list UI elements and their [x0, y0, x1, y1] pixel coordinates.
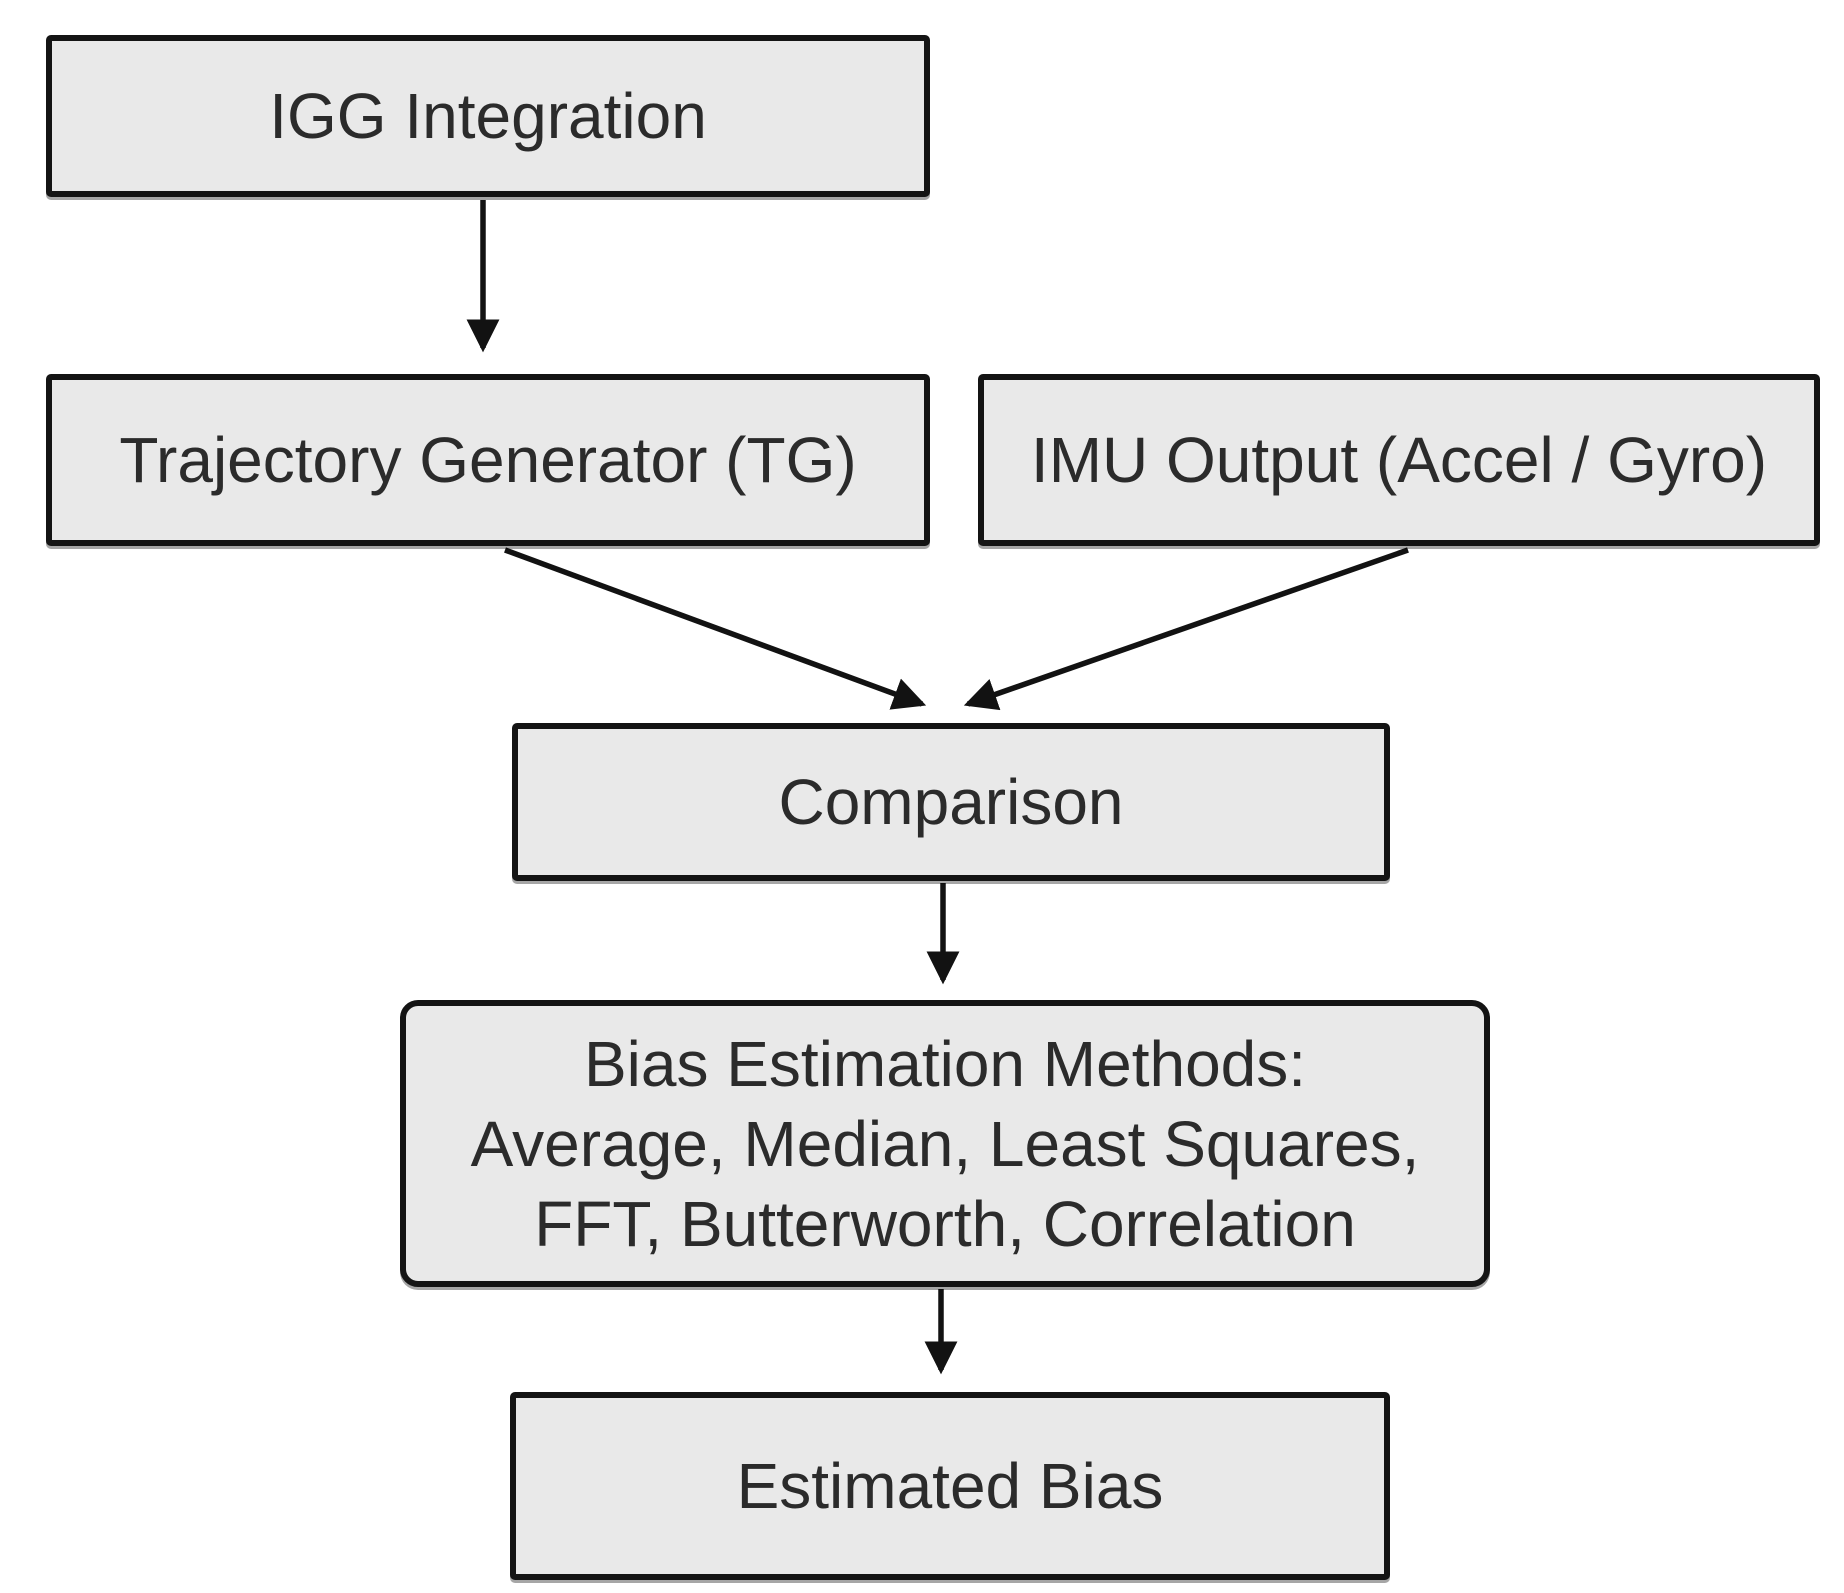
- node-estimated-bias-label: Estimated Bias: [736, 1450, 1164, 1522]
- edge-imu-to-comparison: [963, 547, 1409, 711]
- node-trajectory-generator-label: Trajectory Generator (TG): [119, 424, 857, 496]
- node-bias-estimation-methods-line3: FFT, Butterworth, Correlation: [534, 1187, 1356, 1260]
- node-estimated-bias: Estimated Bias: [510, 1392, 1390, 1580]
- node-imu-output-label: IMU Output (Accel / Gyro): [1030, 424, 1768, 496]
- node-bias-estimation-methods: Bias Estimation Methods: Average, Median…: [400, 1000, 1490, 1287]
- node-imu-output: IMU Output (Accel / Gyro): [978, 374, 1820, 546]
- node-comparison-label: Comparison: [778, 766, 1124, 838]
- node-igg-integration: IGG Integration: [46, 35, 930, 197]
- edge-tg-to-comparison: [504, 547, 927, 710]
- node-comparison: Comparison: [512, 723, 1390, 881]
- node-igg-integration-label: IGG Integration: [269, 80, 707, 152]
- node-bias-estimation-methods-line1: Bias Estimation Methods:: [583, 1027, 1307, 1100]
- node-trajectory-generator: Trajectory Generator (TG): [46, 374, 930, 546]
- node-bias-estimation-methods-line2: Average, Median, Least Squares,: [470, 1107, 1420, 1180]
